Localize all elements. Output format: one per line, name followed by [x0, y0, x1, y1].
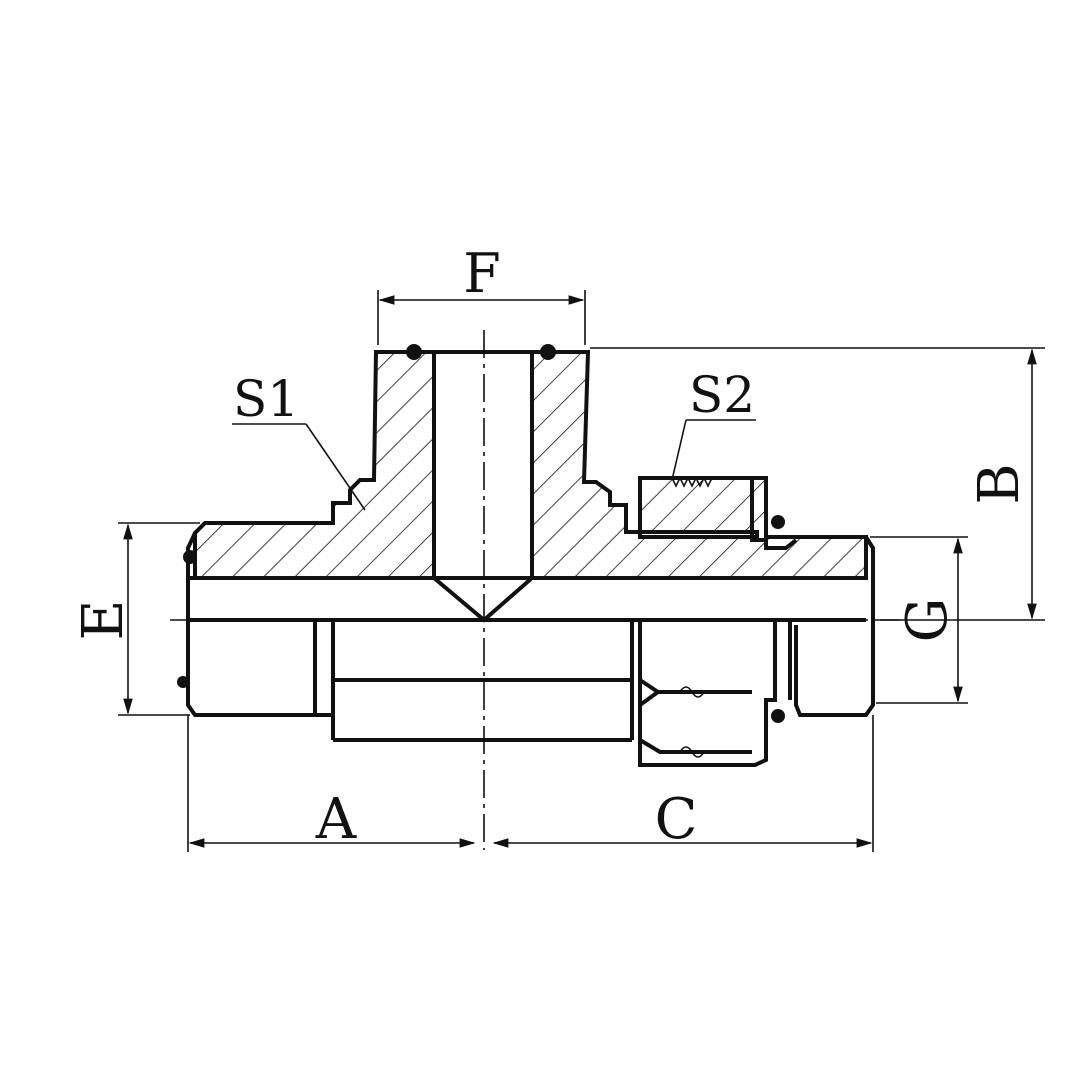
nut-hex-lower [638, 620, 777, 767]
stem-bore [432, 350, 534, 623]
right-end-outline [794, 535, 875, 717]
label-g: G [895, 598, 960, 643]
left-end-outline [186, 532, 333, 717]
body-section-hatched-right [530, 350, 868, 580]
label-f: F [463, 242, 500, 305]
label-s2: S2 [689, 366, 755, 424]
s2-leader [671, 419, 687, 481]
nut-inner-step [750, 478, 798, 550]
oring-top-right-dot [540, 344, 556, 360]
label-s1: S1 [233, 370, 299, 428]
oring-nut-dot [771, 515, 785, 529]
oring-top-left-dot [406, 344, 422, 360]
nut-hex-lobes [679, 686, 705, 758]
center-hex-lower [333, 620, 634, 742]
nut-thread-teeth [671, 476, 713, 488]
oring-nut-lower-dot [771, 709, 785, 723]
label-e: E [71, 600, 136, 641]
label-c: C [655, 787, 698, 852]
oring-left-lower-dot [177, 676, 189, 688]
oring-left-dot [183, 550, 197, 564]
nut-section-hatched [638, 476, 768, 542]
label-b: B [967, 463, 1032, 504]
label-a: A [315, 787, 357, 852]
s1-leader [305, 423, 366, 511]
body-section-hatched [193, 350, 436, 580]
nut-hex-facets [638, 678, 752, 754]
